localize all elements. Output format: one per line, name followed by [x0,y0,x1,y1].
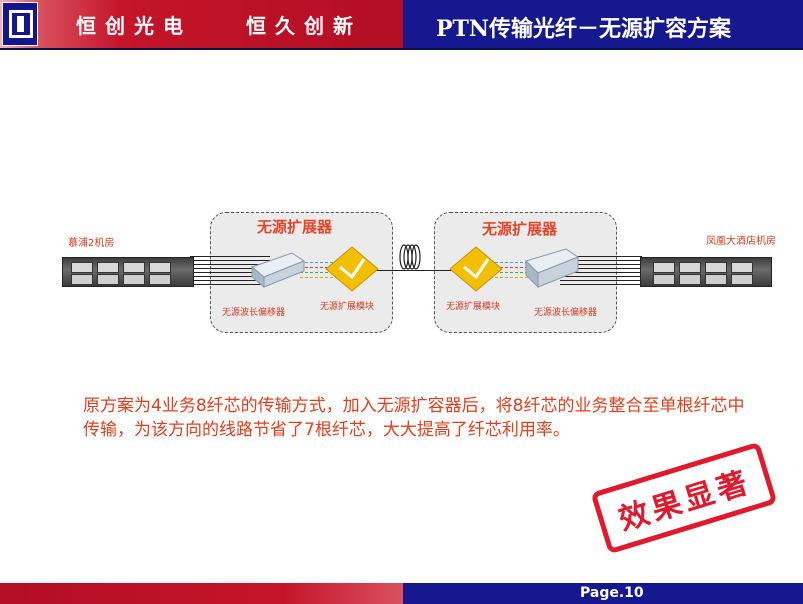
right-module-label: 无源扩展模块 [446,302,501,312]
footer-red-band [0,583,403,604]
header-bar: 恒创光电 恒久创新 PTN传输光纤－无源扩容方案 [0,0,803,50]
right-wavelength-shifter-icon [525,248,580,289]
left-module-label: 无源扩展模块 [320,302,375,312]
footer-blue-band [403,583,803,604]
stamp-text: 效果显著 [614,464,756,538]
effect-stamp: 效果显著 [590,441,778,555]
right-wavelength-shifter-label: 无源波长偏移器 [534,308,598,318]
left-wavelength-shifter-icon [251,252,306,289]
slogan-left: 恒创光电 [76,14,192,38]
right-room-label: 凤凰大酒店机房 [706,236,776,247]
fiber-coil-icon [399,244,421,270]
header-divider [0,48,803,50]
left-expander-title: 无源扩展器 [257,218,333,236]
page-title: PTN传输光纤－无源扩容方案 [436,16,732,42]
network-diagram: 慕浦2机房 凤凰大酒店机房 无源扩展器 无源扩展器 [0,195,803,345]
left-wavelength-shifter-label: 无源波长偏移器 [222,308,286,318]
right-expander-title: 无源扩展器 [482,220,558,238]
left-room-label: 慕浦2机房 [68,238,115,249]
diagram-devices [251,244,580,292]
left-module-icon [325,246,379,292]
slogan-right: 恒久创新 [246,14,362,38]
page-number: Page.10 [580,585,644,601]
right-module-icon [449,246,503,292]
header-blue-band [403,0,803,48]
description-paragraph: 原方案为4业务8纤芯的传输方式，加入无源扩容器后，将8纤芯的业务整合至单根纤芯中… [83,396,745,440]
left-ptn-equipment [62,257,194,287]
footer-bar: Page.10 [0,583,803,604]
header-red-band [0,0,403,48]
right-ptn-equipment [640,257,772,287]
company-logo-icon [2,2,38,46]
